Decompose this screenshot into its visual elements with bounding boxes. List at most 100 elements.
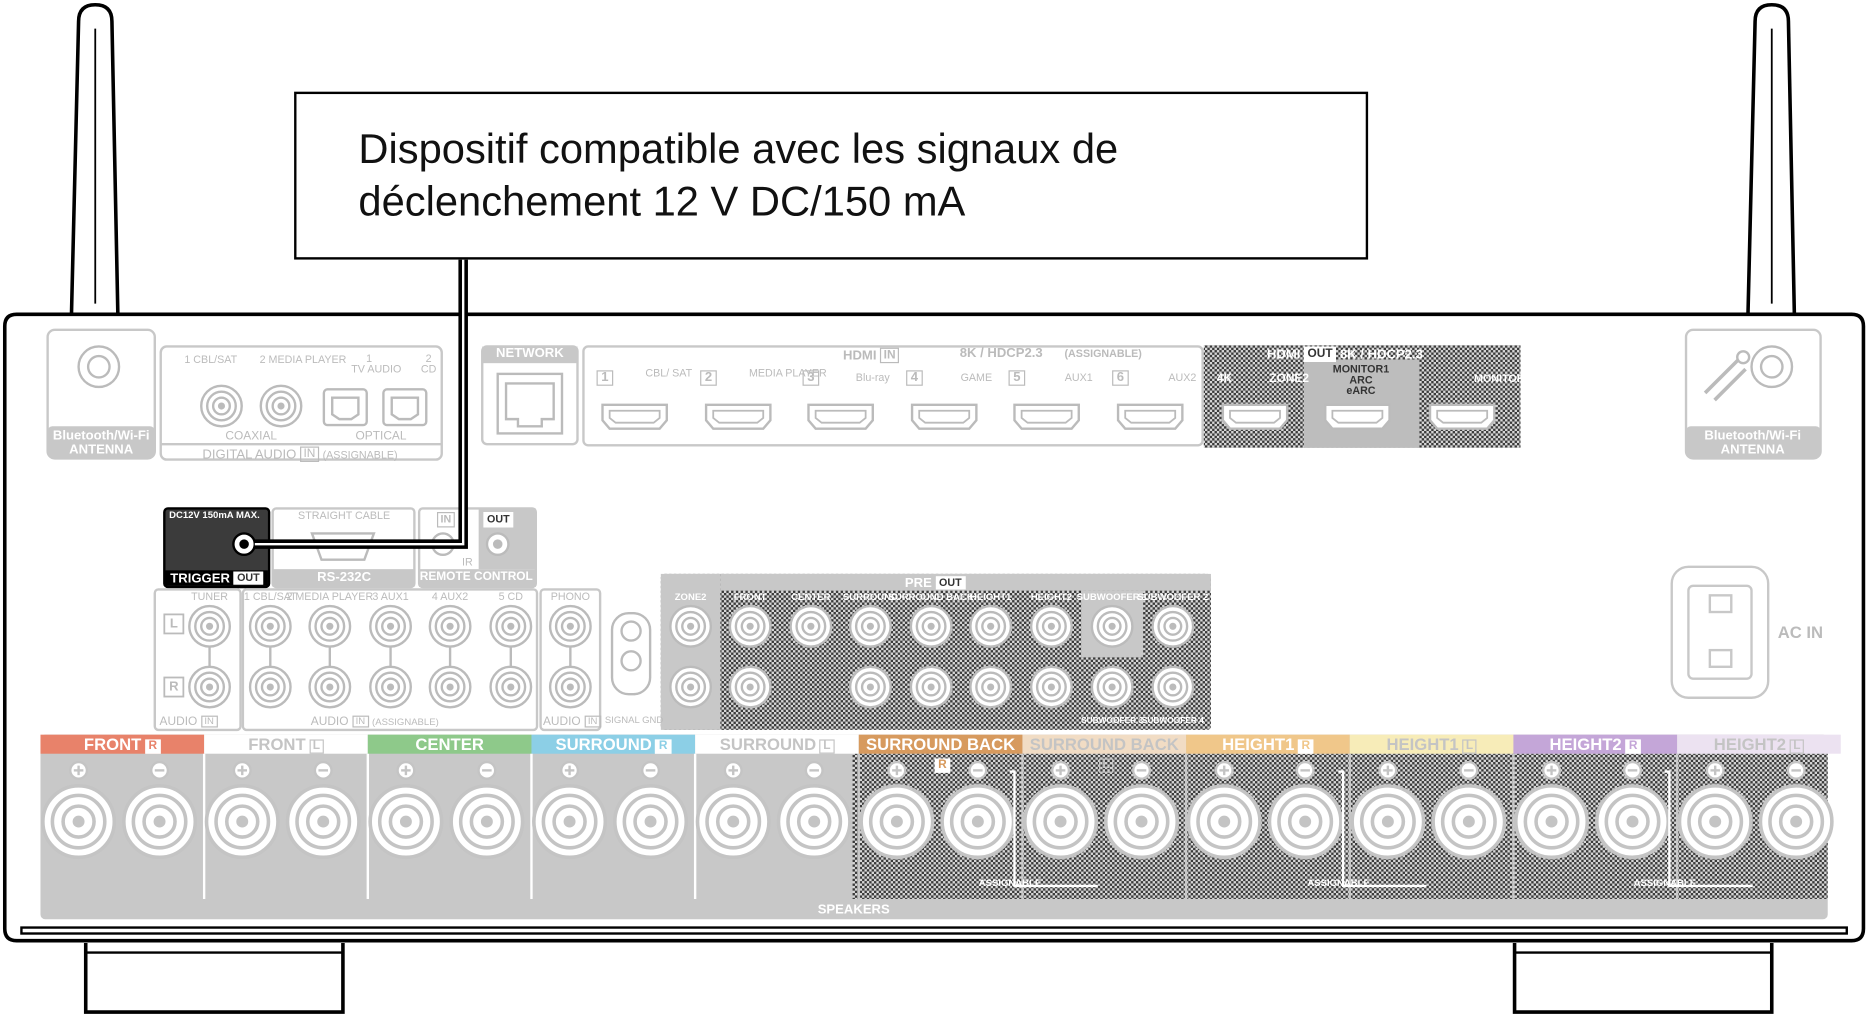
- speaker-channel-header-2: CENTER: [415, 734, 484, 754]
- speaker-terminal-7-plus: [1186, 784, 1262, 860]
- audio-in-jack-2-l: [308, 604, 352, 648]
- foot-right: [1512, 943, 1774, 1014]
- audio-in-jack-3-r: [369, 665, 412, 709]
- pre-out-label-5: HEIGHT1: [970, 591, 1012, 603]
- hdmi-in-port-2: [704, 403, 772, 430]
- hdmi-in-port-num-3: 3: [802, 370, 820, 386]
- pre-out-jack-0-0: [669, 604, 713, 648]
- audio-in-r: R: [169, 679, 179, 695]
- optical-label: OPTICAL: [355, 429, 407, 443]
- speaker-terminal-6-minus: [1104, 784, 1180, 860]
- pre-out-label-2: CENTER: [791, 591, 831, 603]
- speaker-terminal-3-minus: [613, 784, 689, 860]
- hdmi-in-port-num-5: 5: [1008, 370, 1026, 386]
- antenna-right: [1746, 2, 1797, 318]
- ac-in-label: AC IN: [1777, 622, 1824, 642]
- hdmi-in-port-name-6: AUX2: [1168, 371, 1197, 384]
- audio-in-label-4: 4 AUX2: [431, 590, 469, 603]
- pre-out-jack-1-1: [728, 665, 772, 709]
- foot-left: [83, 943, 345, 1014]
- remote-control-label: REMOTE CONTROL: [419, 570, 533, 584]
- hdmi-in-port-6: [1116, 403, 1184, 430]
- pre-out-jack-6-1: [1029, 665, 1073, 709]
- audio-in-l: L: [169, 616, 178, 632]
- speaker-terminal-8-minus: [1431, 784, 1507, 860]
- pre-out-jack-4-1: [909, 665, 953, 709]
- phono-label: PHONO: [550, 590, 591, 603]
- hdmi-in-port-name-1: CBL/ SAT: [645, 366, 693, 379]
- speaker-terminals: [41, 753, 1834, 899]
- rs232c-cable: STRAIGHT CABLE: [298, 509, 391, 522]
- speaker-terminal-9-minus: [1595, 784, 1671, 860]
- pre-out-jack-6-0: [1029, 604, 1073, 648]
- hdmi-in-port-num-4: 4: [906, 370, 923, 386]
- pre-out-jack-2-0: [789, 604, 833, 648]
- speaker-terminal-1-minus: [285, 784, 361, 860]
- speaker-terminal-4-minus: [776, 784, 852, 860]
- callout-box: Dispositif compatible avec les signaux d…: [294, 91, 1369, 260]
- pre-out-jack-5-1: [969, 665, 1013, 709]
- pre-out-label-1: FRONT: [733, 591, 767, 603]
- audio-in-jack-3-l: [369, 604, 412, 648]
- speaker-terminal-9-plus: [1514, 784, 1590, 860]
- remote-out-label: OUT: [483, 512, 514, 528]
- pre-out-label-8: SUBWOOFER 2: [1137, 591, 1209, 603]
- hdmi-out-4k: 4K: [1216, 372, 1233, 386]
- pre-out-bottom-label-0: SUBWOOFER 3: [1081, 716, 1144, 726]
- trigger-spec: DC12V 150mA MAX.: [169, 509, 260, 521]
- hdmi-in-port-5: [1013, 403, 1080, 430]
- audio-in-jack-2-r: [308, 665, 352, 709]
- digital-in-2-label: 2 MEDIA PLAYER: [259, 353, 347, 366]
- audio-in-jack-1-l: [248, 604, 292, 648]
- pre-out-jack-1-0: [728, 604, 772, 648]
- signal-gnd-label: SIGNAL GND: [604, 714, 664, 726]
- speaker-channel-header-5: SURROUND BACKR: [866, 734, 1016, 773]
- audio-in-jack-4-r: [428, 665, 472, 709]
- speaker-terminal-6-plus: [1023, 784, 1099, 860]
- hdmi-in-port-1: [601, 403, 668, 430]
- hdmi-in-port-3: [807, 403, 874, 430]
- speaker-terminal-8-plus: [1350, 784, 1426, 860]
- audio-in-jack-5-l: [489, 604, 533, 648]
- hdmi-out-zone2: ZONE2: [1269, 372, 1309, 386]
- speaker-terminal-1-plus: [204, 784, 280, 860]
- remote-in-label: IN: [433, 512, 455, 528]
- speaker-terminal-0-plus: [41, 784, 117, 860]
- hdmi-in-port-num-6: 6: [1112, 370, 1129, 386]
- speaker-terminal-7-minus: [1267, 784, 1343, 860]
- hdmi-in-port-name-4: GAME: [960, 371, 993, 384]
- audio-in-jack-1-r: [248, 665, 292, 709]
- pre-out-label-3: SURROUND: [842, 591, 898, 603]
- pre-out-jack-0-1: [669, 665, 713, 709]
- rs232c-label: RS-232C: [317, 570, 372, 585]
- audio-in-jack-6-l: [548, 604, 592, 648]
- pre-out-label-0: ZONE2: [674, 591, 707, 603]
- remote-ir-label: IR: [461, 556, 473, 568]
- audio-in-jack-5-r: [489, 665, 533, 709]
- speaker-assignable-1: ASSIGNABLE: [978, 877, 1042, 889]
- audio-in-label-1: 1 CBL/SAT: [243, 590, 297, 603]
- audio-in-label-5: 5 CD: [498, 590, 524, 603]
- audio-in-jack-4-l: [428, 604, 472, 648]
- speaker-terminal-0-minus: [122, 784, 198, 860]
- speaker-channel-header-6: SURROUND BACKL: [1029, 734, 1179, 773]
- hdmi-out-monitor2: MONITOR2: [1474, 372, 1531, 385]
- speaker-assignable-2: ASSIGNABLE: [1307, 877, 1370, 889]
- pre-out-jack-3-1: [848, 665, 892, 709]
